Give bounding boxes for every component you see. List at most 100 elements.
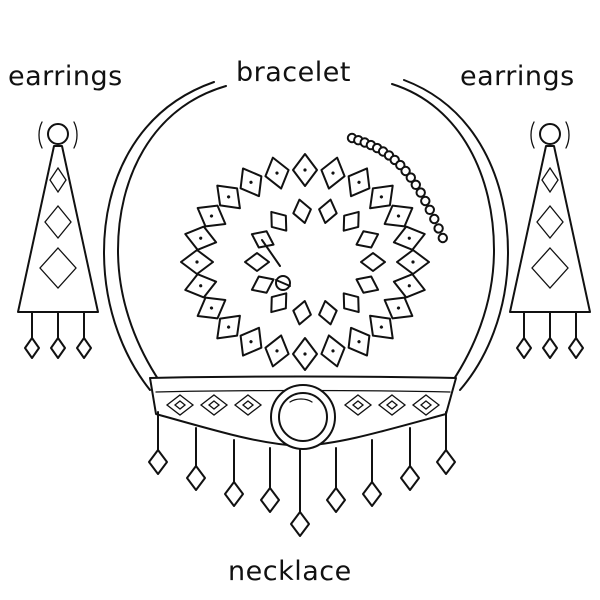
bracelet-inner-link bbox=[355, 230, 380, 249]
chain-bead bbox=[433, 223, 444, 234]
bracelet-inner-diamond bbox=[318, 198, 338, 224]
bracelet-link bbox=[392, 273, 426, 299]
bracelet-link-dot bbox=[303, 168, 307, 172]
bracelet-inner-coil bbox=[244, 198, 386, 326]
bracelet-inner-link bbox=[270, 292, 288, 314]
earring-diamond bbox=[44, 204, 72, 240]
earring-drop-diamond bbox=[568, 337, 584, 359]
bracelet-link bbox=[196, 296, 227, 320]
bracelet-link-dot bbox=[199, 236, 203, 240]
bracelet-inner-link bbox=[292, 300, 312, 326]
bracelet-link-dot bbox=[199, 284, 203, 288]
bracelet-link bbox=[383, 204, 414, 228]
bracelet-link-dot bbox=[407, 284, 411, 288]
earring-drop-diamond bbox=[76, 337, 92, 359]
bracelet-link-dot bbox=[331, 171, 335, 175]
bracelet-inner-diamond bbox=[250, 275, 275, 294]
bracelet-link-dot bbox=[357, 180, 361, 184]
bracelet-link bbox=[264, 156, 290, 190]
earring-triangle bbox=[509, 145, 591, 313]
earring-right bbox=[509, 121, 591, 359]
bracelet-link bbox=[347, 326, 371, 357]
label-earrings-right: earrings bbox=[460, 61, 575, 92]
label-bracelet: bracelet bbox=[236, 57, 351, 88]
bracelet-link-dot bbox=[379, 195, 383, 199]
chain-bead bbox=[410, 179, 421, 191]
bracelet-link-dot bbox=[249, 340, 253, 344]
necklace-pendants bbox=[148, 411, 456, 537]
bracelet-link bbox=[239, 167, 263, 198]
chain-bead bbox=[400, 165, 411, 177]
bracelet-inner-link bbox=[342, 292, 360, 314]
earring-triangle bbox=[17, 145, 99, 313]
pendant-diamond bbox=[260, 487, 280, 513]
earring-diamond bbox=[531, 247, 569, 289]
bracelet-link bbox=[184, 225, 218, 251]
necklace-center-stone bbox=[270, 384, 336, 450]
earring-shine bbox=[73, 121, 78, 149]
bracelet-link bbox=[216, 314, 241, 340]
bracelet-link bbox=[383, 296, 414, 320]
bracelet-inner-diamond bbox=[342, 292, 360, 314]
bracelet-inner-diamond bbox=[342, 210, 360, 232]
bracelet-link-dot bbox=[249, 180, 253, 184]
collar-diamond-inner bbox=[385, 400, 399, 410]
bracelet-link-dot bbox=[275, 171, 279, 175]
bracelet-link bbox=[369, 184, 394, 210]
bracelet-link-dot bbox=[396, 306, 401, 310]
earring-drop-diamond bbox=[516, 337, 532, 359]
bracelet-link-dot bbox=[209, 214, 214, 218]
bracelet-link-dot bbox=[303, 352, 307, 356]
bracelet-inner-link bbox=[244, 252, 270, 272]
earring-diamond bbox=[541, 166, 559, 194]
bracelet-link-dot bbox=[379, 325, 383, 329]
collar-diamond-inner bbox=[173, 400, 187, 410]
bracelet-inner-link bbox=[342, 210, 360, 232]
earring-left bbox=[17, 121, 99, 359]
bracelet-inner-link bbox=[292, 198, 312, 224]
bracelet-link-dot bbox=[227, 325, 231, 329]
necklace-band bbox=[103, 79, 509, 391]
bracelet-inner-diamond bbox=[244, 252, 270, 272]
earring-shine bbox=[565, 121, 570, 149]
pendant-diamond bbox=[290, 511, 310, 537]
bracelet-link-dot bbox=[396, 214, 401, 218]
bracelet-link-dot bbox=[275, 349, 279, 353]
chain-bead bbox=[429, 213, 440, 225]
chain-bead bbox=[424, 204, 435, 216]
earring-shine bbox=[530, 121, 535, 149]
earring-diamond bbox=[49, 166, 67, 194]
earring-drop-diamond bbox=[24, 337, 40, 359]
bracelet-inner-diamond bbox=[270, 210, 288, 232]
chain-bead bbox=[405, 172, 416, 183]
bracelet-inner-diamond bbox=[318, 300, 338, 326]
earring-diamond bbox=[39, 247, 77, 289]
chain-bead bbox=[420, 195, 431, 207]
bracelet-link bbox=[184, 273, 218, 299]
earring-hook-ring bbox=[47, 123, 69, 145]
collar-diamond-inner bbox=[241, 400, 255, 410]
collar-diamond bbox=[165, 394, 195, 416]
pendant-diamond bbox=[224, 481, 244, 507]
bracelet-link-dot bbox=[227, 195, 231, 199]
bracelet-link-dot bbox=[209, 306, 214, 310]
pendant-diamond bbox=[186, 465, 206, 491]
bracelet-link bbox=[396, 249, 430, 275]
bracelet-inner-link bbox=[318, 198, 338, 224]
bracelet-inner-diamond bbox=[270, 292, 288, 314]
bracelet-clasp bbox=[261, 239, 291, 291]
collar-diamond bbox=[343, 394, 373, 416]
bracelet-link bbox=[264, 334, 290, 368]
earring-shine bbox=[38, 121, 43, 149]
pendant-diamond bbox=[400, 465, 420, 491]
bracelet-ring bbox=[180, 153, 430, 371]
collar-diamond-inner bbox=[419, 400, 433, 410]
pendant-diamond bbox=[326, 487, 346, 513]
pendant-diamond bbox=[436, 449, 456, 475]
bracelet-inner-diamond bbox=[355, 230, 380, 249]
bracelet-link bbox=[292, 337, 318, 371]
bracelet-link bbox=[216, 184, 241, 210]
bracelet-link-dot bbox=[407, 236, 411, 240]
bracelet-link-dot bbox=[411, 260, 415, 264]
